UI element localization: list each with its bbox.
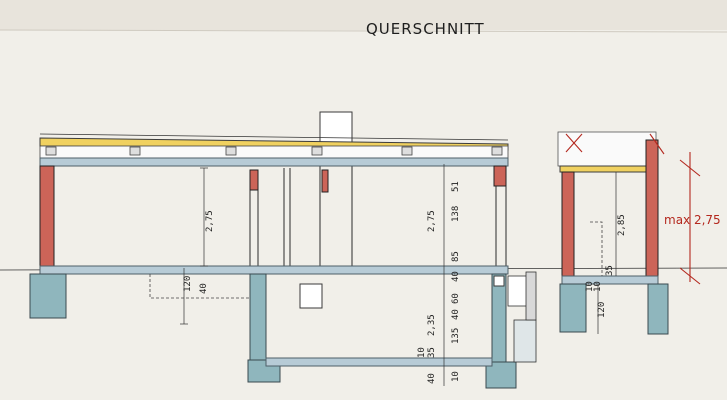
dim-low-10a: 10 [417,347,427,358]
basement-window [299,283,323,309]
red-cross-mark [565,133,583,153]
annex-building: 2,85 35 10 10 120 max 2,75 [557,131,721,335]
dim-right-120: 120 [597,302,607,318]
light-well-wall [525,271,537,321]
basement-wall-left [249,273,267,361]
exterior-wall-right-upper [493,165,507,187]
basement-wall-right [491,273,507,363]
annex-roof-yellow [559,165,655,173]
dim-mid-51: 51 [451,181,461,192]
interior-wall-upper [249,169,259,191]
dim-low-10b: 10 [451,371,461,382]
annex-hidden-line [590,221,603,276]
paper-fold-line [0,29,727,33]
rafter [129,146,141,156]
rafter [401,146,413,156]
dim-low-35: 35 [427,347,437,358]
dim-right-35: 35 [605,265,615,276]
dim-mid-138: 138 [451,206,461,222]
dim-left-120: 120 [183,276,193,292]
ceiling-slab [39,157,509,167]
foundation-left [29,273,67,319]
basement-floor-slab [265,357,493,367]
paper-fold [0,0,727,30]
exterior-wall-left [39,165,55,271]
light-well-pit [513,319,537,363]
dim-left-height: 2,75 [205,210,215,232]
annex-floor-slab [561,275,659,285]
annex-foundation-right [647,283,669,335]
dim-mid-135: 135 [451,328,461,344]
red-tick [679,267,701,285]
rafter [45,146,57,156]
annex-wall-left [561,171,575,279]
dim-right-285: 2,85 [617,214,627,236]
dim-mid-275: 2,75 [427,210,437,232]
main-building [29,111,537,389]
red-tick [679,159,701,177]
annex-roof-box [557,131,657,167]
rafter [311,146,323,156]
basement-opening [493,275,505,287]
rafter [491,146,503,156]
rafter [225,146,237,156]
annex-foundation-left [559,283,587,333]
floor-slab [39,265,509,275]
dim-left-40: 40 [199,283,209,294]
dim-mid-60: 60 [451,293,461,304]
dimensions-main: 2,75 120 40 2,75 51 138 85 40 60 40 2,35… [180,164,461,386]
dim-mid-85: 85 [451,251,461,262]
hidden-footing-outline [149,274,250,299]
dim-right-10a: 10 [585,281,595,292]
roof-top-line [39,133,509,141]
dim-mid-40: 40 [451,271,461,282]
dim-mid-235: 2,35 [427,314,437,336]
dim-mid-40b: 40 [451,309,461,320]
roof-cavity [39,145,509,159]
interior-wall-upper [321,169,329,193]
red-cross-mark [649,133,665,155]
drawing-title: QUERSCHNITT [366,20,485,38]
max-height-label: max 2,75 [664,213,721,227]
dim-low-40: 40 [427,373,437,384]
annex-wall-right [645,139,659,279]
